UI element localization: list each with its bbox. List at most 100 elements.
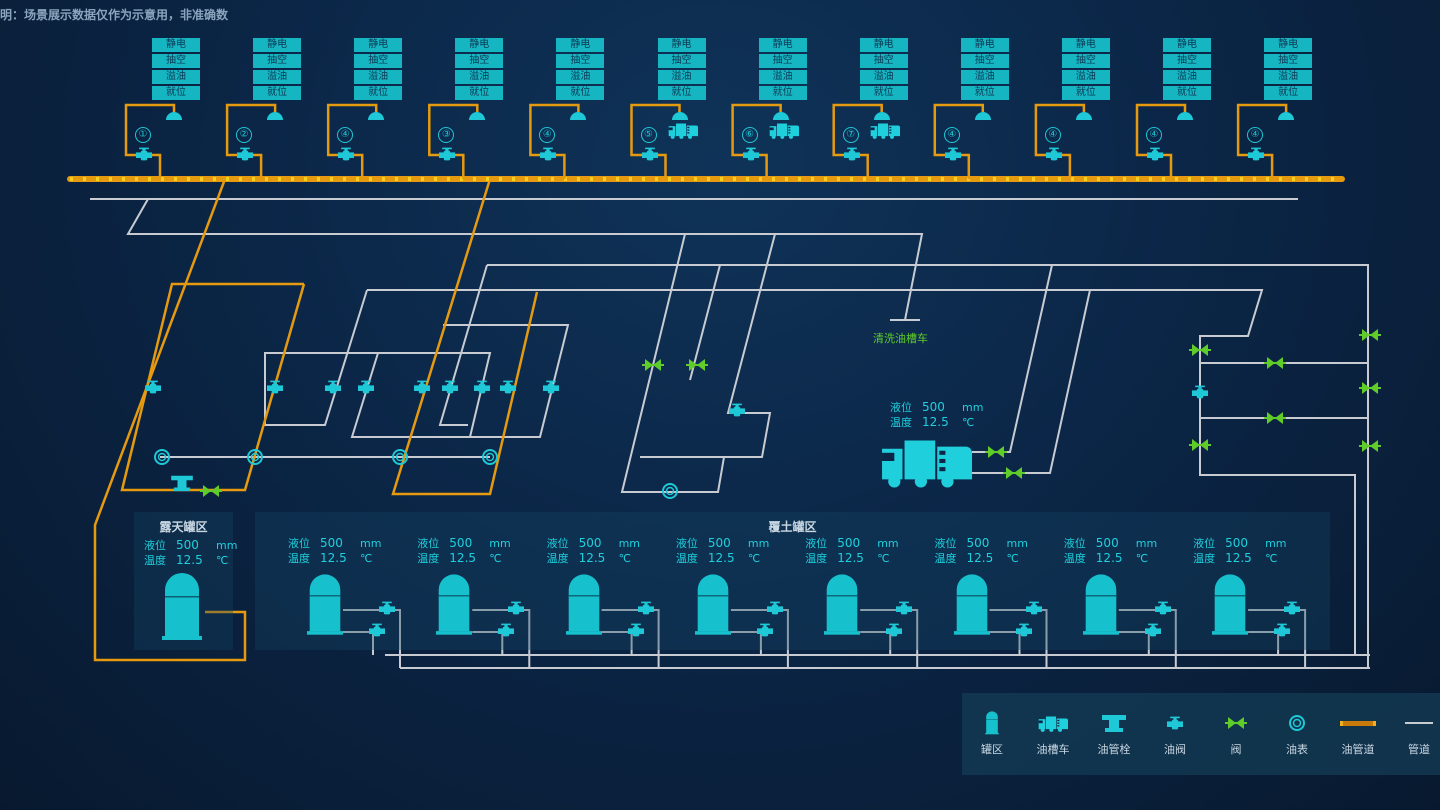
oil-valve-icon[interactable] — [1248, 147, 1265, 161]
oil-valve-icon[interactable] — [338, 147, 355, 161]
station-status-1[interactable]: 抽空 — [1264, 54, 1313, 68]
station-status-2[interactable]: 溢油 — [1061, 70, 1110, 84]
station-status-3[interactable]: 就位 — [960, 86, 1009, 100]
oil-valve-icon[interactable] — [641, 147, 658, 161]
nozzle-icon[interactable] — [469, 112, 486, 120]
tank-icon[interactable] — [694, 570, 731, 640]
oil-valve-icon[interactable] — [237, 147, 254, 161]
nozzle-icon[interactable] — [1278, 112, 1295, 120]
tank-icon[interactable] — [307, 570, 343, 640]
tank-icon[interactable] — [1212, 570, 1249, 640]
station-status-0[interactable]: 静电 — [152, 38, 200, 52]
station-status-2[interactable]: 溢油 — [960, 70, 1009, 84]
station-status-3[interactable]: 就位 — [556, 86, 605, 100]
station-status-0[interactable]: 静电 — [354, 38, 403, 52]
oil-truck-icon[interactable] — [870, 122, 900, 139]
station-status-2[interactable]: 溢油 — [152, 70, 200, 84]
station-status-1[interactable]: 抽空 — [960, 54, 1009, 68]
station-status-2[interactable]: 溢油 — [556, 70, 605, 84]
station-status-3[interactable]: 就位 — [859, 86, 908, 100]
station-status-0[interactable]: 静电 — [455, 38, 504, 52]
oil-valve-icon[interactable] — [886, 623, 903, 637]
station-status-3[interactable]: 就位 — [1163, 86, 1211, 100]
oil-valve-icon[interactable] — [508, 601, 525, 615]
oil-valve-icon[interactable] — [742, 147, 759, 161]
oil-valve-icon[interactable] — [439, 147, 456, 161]
oil-valve-icon[interactable] — [1144, 623, 1161, 637]
station-status-1[interactable]: 抽空 — [1061, 54, 1110, 68]
station-status-2[interactable]: 溢油 — [657, 70, 706, 84]
station-status-1[interactable]: 抽空 — [253, 54, 302, 68]
oil-valve-icon[interactable] — [637, 601, 654, 615]
station-status-1[interactable]: 抽空 — [758, 54, 807, 68]
tank-icon[interactable] — [162, 572, 202, 642]
station-status-0[interactable]: 静电 — [657, 38, 706, 52]
oil-valve-icon[interactable] — [944, 147, 961, 161]
tank-icon[interactable] — [953, 570, 990, 640]
oil-valve-icon[interactable] — [896, 601, 913, 615]
station-status-3[interactable]: 就位 — [657, 86, 706, 100]
tank-icon[interactable] — [824, 570, 861, 640]
station-status-3[interactable]: 就位 — [253, 86, 302, 100]
station-status-2[interactable]: 溢油 — [253, 70, 302, 84]
clean-oil-truck-icon[interactable] — [882, 440, 972, 488]
nozzle-icon[interactable] — [166, 112, 182, 120]
station-status-2[interactable]: 溢油 — [1163, 70, 1211, 84]
station-status-0[interactable]: 静电 — [556, 38, 605, 52]
station-status-1[interactable]: 抽空 — [455, 54, 504, 68]
oil-valve-icon[interactable] — [379, 601, 395, 615]
nozzle-icon[interactable] — [368, 112, 385, 120]
oil-valve-icon[interactable] — [766, 601, 783, 615]
station-status-1[interactable]: 抽空 — [1163, 54, 1211, 68]
station-status-2[interactable]: 溢油 — [455, 70, 504, 84]
station-status-2[interactable]: 溢油 — [859, 70, 908, 84]
tank-icon[interactable] — [1082, 570, 1119, 640]
oil-truck-icon[interactable] — [769, 122, 799, 139]
oil-valve-icon[interactable] — [843, 147, 860, 161]
tank-icon[interactable] — [565, 570, 602, 640]
nozzle-icon[interactable] — [267, 112, 284, 120]
station-status-2[interactable]: 溢油 — [758, 70, 807, 84]
station-status-0[interactable]: 静电 — [1163, 38, 1211, 52]
station-status-3[interactable]: 就位 — [758, 86, 807, 100]
oil-valve-icon[interactable] — [1015, 623, 1032, 637]
station-status-0[interactable]: 静电 — [960, 38, 1009, 52]
station-status-0[interactable]: 静电 — [1061, 38, 1110, 52]
nozzle-icon[interactable] — [570, 112, 587, 120]
nozzle-icon[interactable] — [671, 112, 688, 120]
station-status-3[interactable]: 就位 — [1061, 86, 1110, 100]
station-status-1[interactable]: 抽空 — [354, 54, 403, 68]
tank-icon[interactable] — [436, 570, 473, 640]
station-status-1[interactable]: 抽空 — [556, 54, 605, 68]
oil-truck-icon[interactable] — [668, 122, 698, 139]
station-status-1[interactable]: 抽空 — [152, 54, 200, 68]
station-status-3[interactable]: 就位 — [152, 86, 200, 100]
nozzle-icon[interactable] — [873, 112, 890, 120]
nozzle-icon[interactable] — [974, 112, 991, 120]
station-status-2[interactable]: 溢油 — [1264, 70, 1313, 84]
station-status-0[interactable]: 静电 — [758, 38, 807, 52]
oil-valve-icon[interactable] — [1045, 147, 1062, 161]
oil-valve-icon[interactable] — [540, 147, 557, 161]
oil-valve-icon[interactable] — [136, 147, 152, 161]
station-status-1[interactable]: 抽空 — [859, 54, 908, 68]
oil-valve-icon[interactable] — [1274, 623, 1291, 637]
station-status-0[interactable]: 静电 — [1264, 38, 1313, 52]
oil-valve-icon[interactable] — [1284, 601, 1301, 615]
station-status-3[interactable]: 就位 — [1264, 86, 1313, 100]
nozzle-icon[interactable] — [772, 112, 789, 120]
station-status-0[interactable]: 静电 — [253, 38, 302, 52]
oil-valve-icon[interactable] — [1154, 601, 1171, 615]
station-status-0[interactable]: 静电 — [859, 38, 908, 52]
station-status-2[interactable]: 溢油 — [354, 70, 403, 84]
station-status-1[interactable]: 抽空 — [657, 54, 706, 68]
oil-valve-icon[interactable] — [369, 623, 385, 637]
oil-valve-icon[interactable] — [498, 623, 515, 637]
nozzle-icon[interactable] — [1075, 112, 1092, 120]
station-status-3[interactable]: 就位 — [354, 86, 403, 100]
oil-valve-icon[interactable] — [756, 623, 773, 637]
oil-valve-icon[interactable] — [1025, 601, 1042, 615]
station-status-3[interactable]: 就位 — [455, 86, 504, 100]
oil-valve-icon[interactable] — [627, 623, 644, 637]
oil-valve-icon[interactable] — [1147, 147, 1163, 161]
